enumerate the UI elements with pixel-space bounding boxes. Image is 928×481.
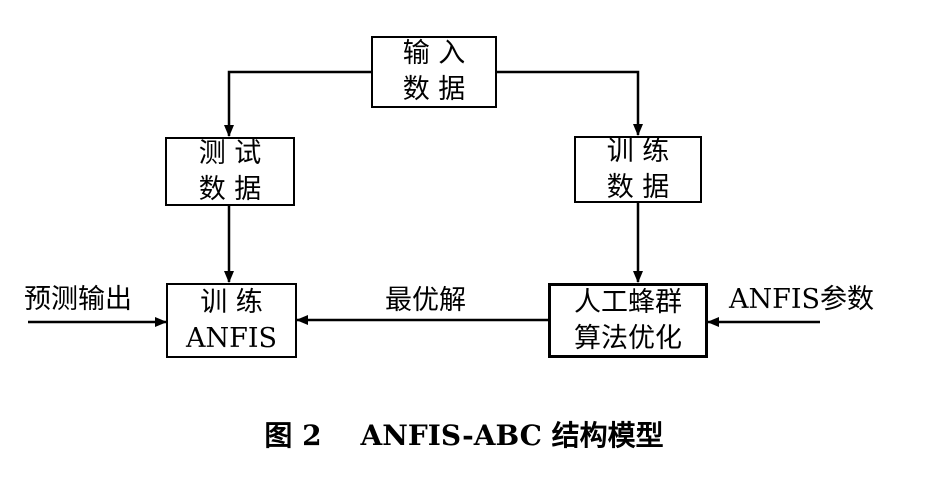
figure-caption: 图 2 ANFIS-ABC 结构模型 [264, 419, 664, 452]
edge-input-to-test [224, 70, 371, 137]
node-train-data: 训 练 数 据 [574, 136, 702, 203]
node-test-data-line1: 测 试 [198, 137, 262, 169]
node-input-data-line2: 数 据 [402, 74, 466, 105]
label-prediction-output: 预测输出 [24, 284, 132, 315]
label-anfis-params: ANFIS参数 [729, 284, 875, 315]
node-abc-optimization-line1: 人工蜂群 [574, 286, 682, 318]
label-optimal-solution: 最优解 [385, 285, 466, 316]
node-train-data-line2: 数 据 [606, 171, 670, 203]
node-abc-optimization-line2: 算法优化 [574, 322, 682, 354]
node-test-data-line2: 数 据 [198, 173, 262, 205]
node-train-anfis-line2: ANFIS [185, 322, 278, 354]
node-test-data: 测 试 数 据 [165, 137, 295, 206]
node-abc-optimization: 人工蜂群 算法优化 [548, 283, 708, 358]
node-train-anfis-line1: 训 练 [200, 286, 263, 318]
node-input-data-line1: 输 入 [402, 38, 466, 69]
node-input-data: 输 入 数 据 [371, 36, 497, 108]
node-train-anfis: 训 练 ANFIS [166, 283, 297, 358]
edge-input-to-train [497, 70, 643, 136]
node-train-data-line1: 训 练 [606, 135, 670, 167]
